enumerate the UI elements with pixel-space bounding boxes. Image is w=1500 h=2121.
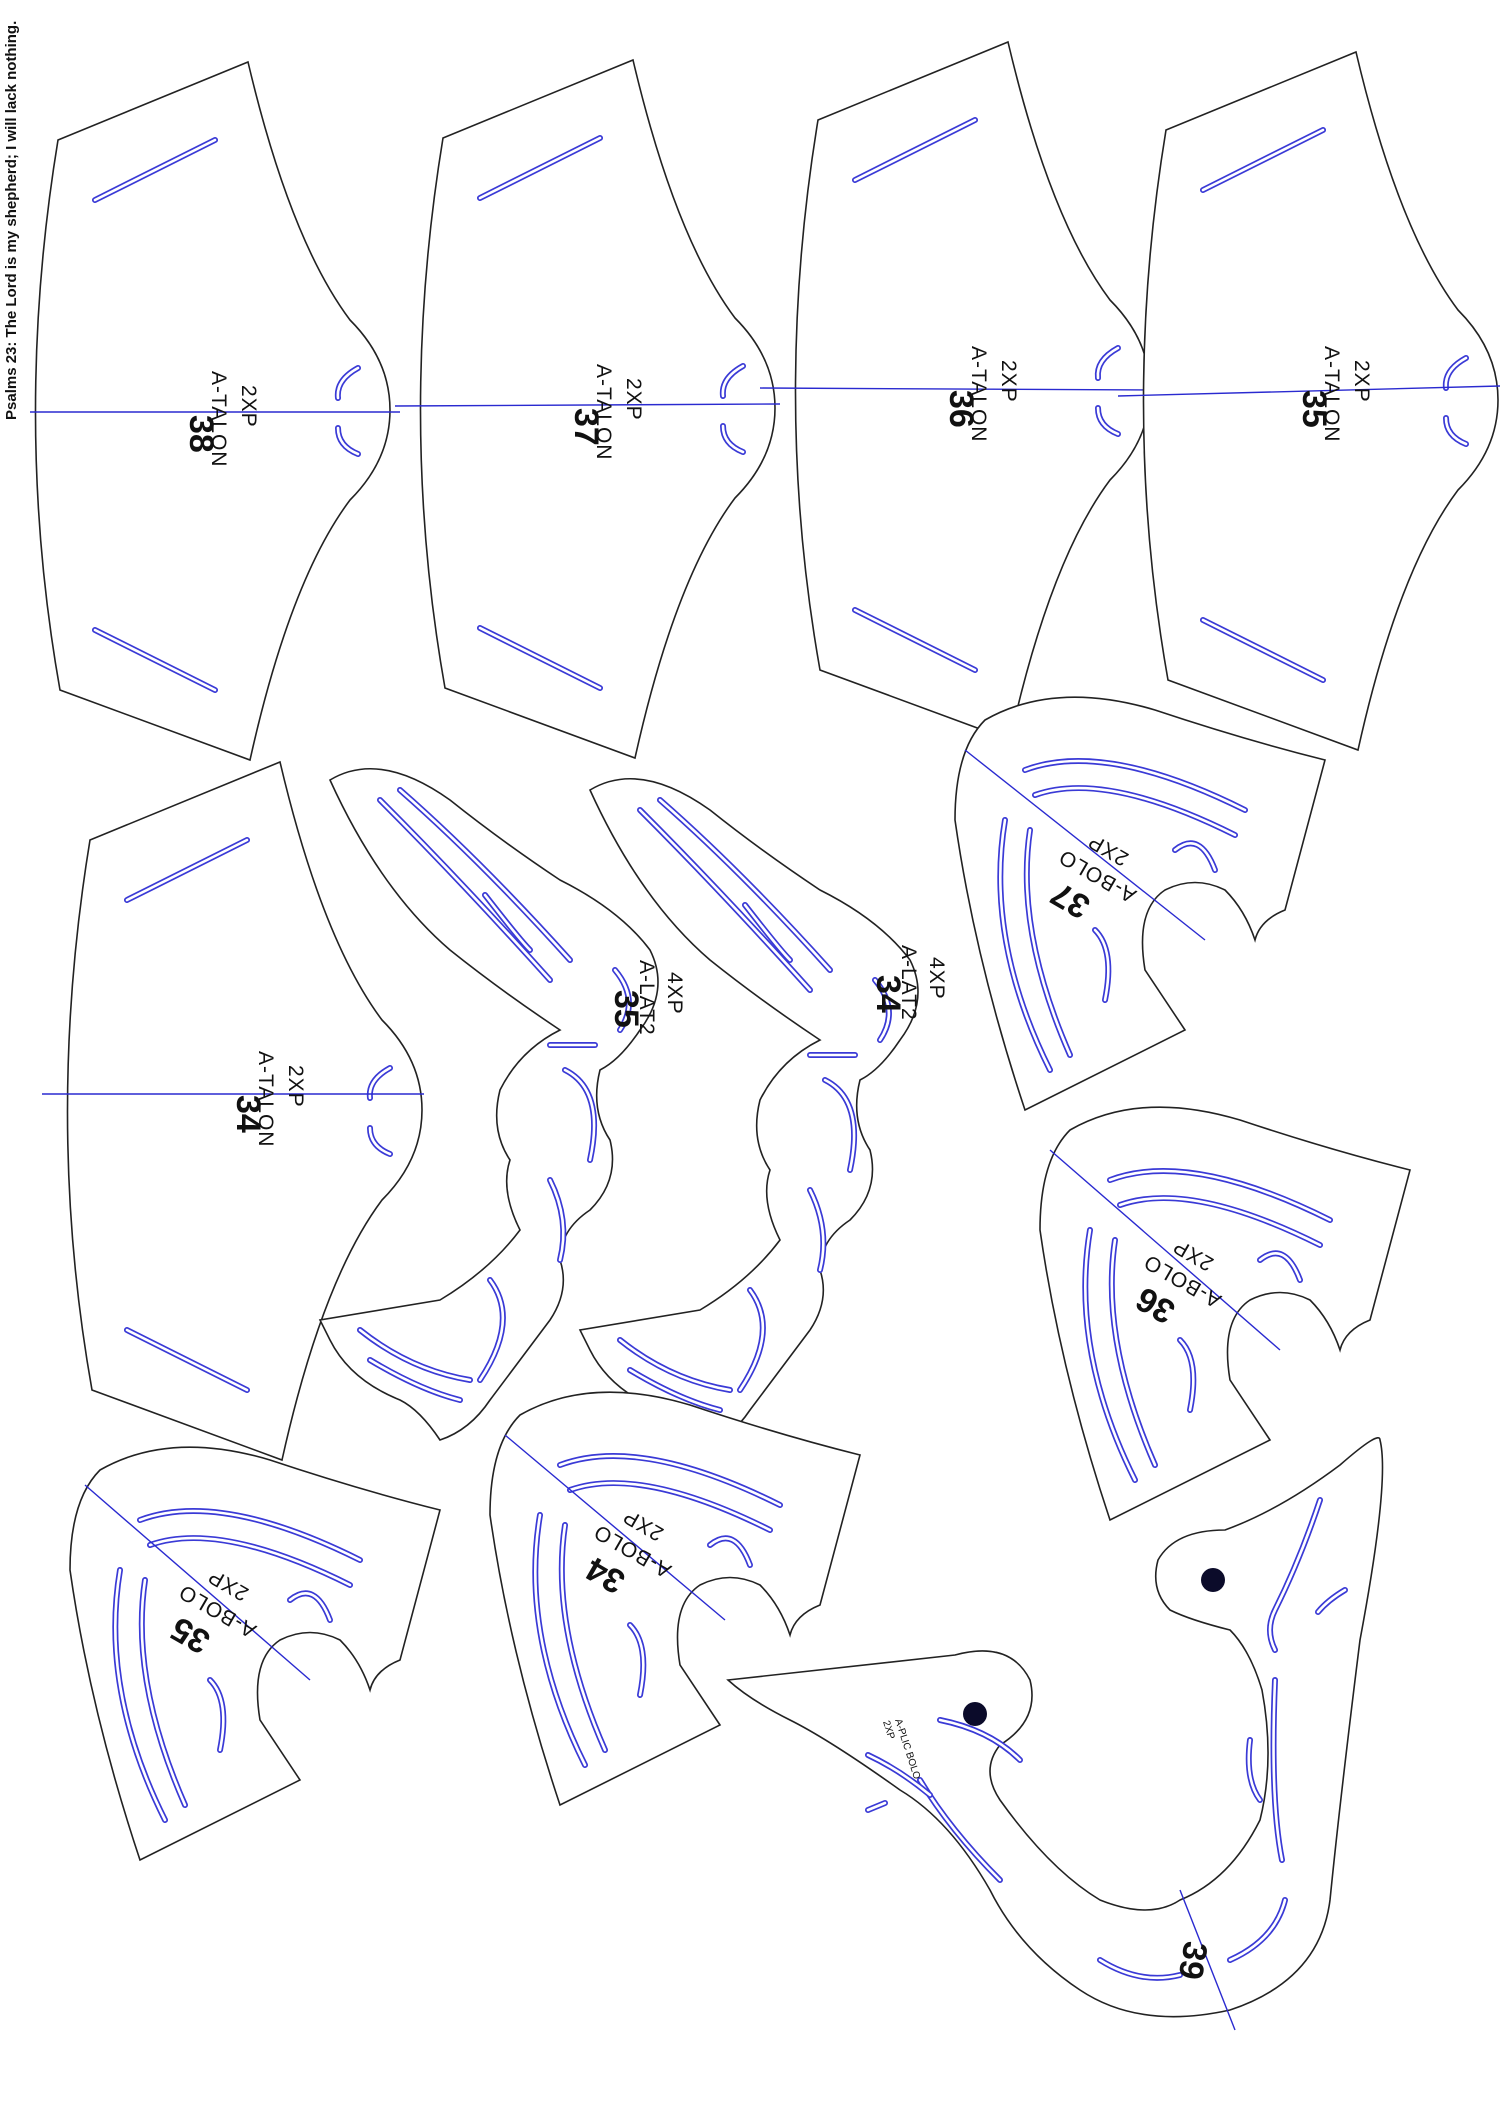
piece-qty: 2XP	[1350, 360, 1373, 403]
piece-qty: 2XP	[997, 360, 1020, 403]
piece-name: A-TALON	[207, 371, 230, 467]
piece-number: 37	[567, 408, 605, 446]
piece-lat2-35: 35 A-LAT2 4XP	[320, 769, 686, 1440]
piece-number: 35	[1295, 390, 1333, 428]
piece-qty: 2XP	[237, 385, 260, 428]
piece-lat2-34: 34 A-LAT2 4XP	[580, 779, 948, 1450]
piece-plic-bolo-39: A-PLIC BOLO 2XP 39	[726, 1437, 1384, 2031]
piece-talon-35: 35 A-TALON 2XP	[1117, 52, 1500, 750]
piece-name: A-TALON	[967, 346, 990, 442]
piece-qty: 2XP	[284, 1065, 307, 1108]
piece-bolo-37: 37 A-BOLO 2XP	[955, 697, 1325, 1110]
punch-hole	[963, 1702, 987, 1726]
piece-name: A-TALON	[254, 1051, 277, 1147]
piece-name: A-TALON	[592, 364, 615, 460]
piece-qty: 4XP	[663, 972, 686, 1015]
piece-number: 34	[869, 975, 907, 1013]
piece-talon-36: 36 A-TALON 2XP	[759, 42, 1150, 740]
piece-number: 38	[182, 415, 220, 453]
piece-bolo-35: 35 A-BOLO 2XP	[70, 1447, 440, 1860]
punch-hole	[1201, 1568, 1225, 1592]
piece-qty: 2XP	[622, 378, 645, 421]
piece-talon-37: 37 A-TALON 2XP	[394, 60, 781, 758]
piece-qty: 4XP	[925, 957, 948, 1000]
piece-bolo-36: 36 A-BOLO 2XP	[1040, 1107, 1410, 1520]
piece-name: A-LAT2	[635, 960, 658, 1036]
piece-name: A-TALON	[1320, 346, 1343, 442]
piece-bolo-34: 34 A-BOLO 2XP	[490, 1392, 860, 1805]
piece-talon-38: 38 A-TALON 2XP	[30, 62, 400, 760]
piece-number: 35	[607, 990, 645, 1028]
piece-name: A-LAT2	[897, 945, 920, 1021]
verse-text: Psalms 23: The Lord is my shepherd; I wi…	[3, 21, 20, 420]
piece-number: 34	[229, 1095, 267, 1133]
piece-number: 36	[942, 390, 980, 428]
piece-talon-34: 34 A-TALON 2XP	[42, 762, 424, 1460]
piece-number: 39	[1171, 1939, 1215, 1983]
